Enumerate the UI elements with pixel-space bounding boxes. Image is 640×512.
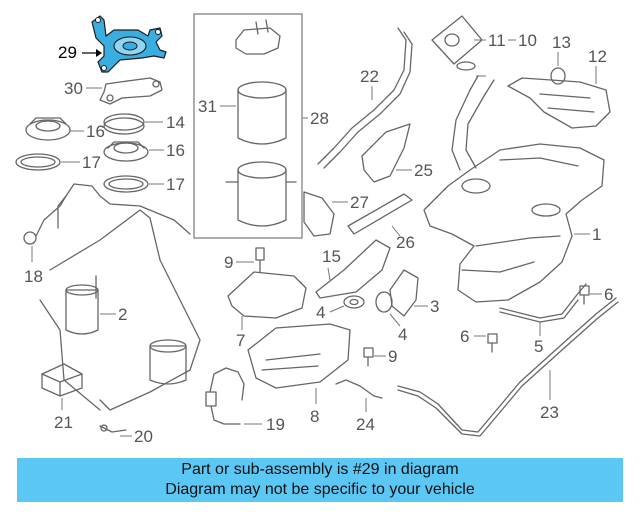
- part-9-bolt-a: [255, 247, 265, 273]
- part-13-grommet: [550, 67, 566, 85]
- part-16-flange-b: [103, 141, 149, 162]
- part-30-bracket: [99, 77, 163, 105]
- callout-13: 13: [552, 33, 571, 52]
- part-18-harness: [23, 183, 191, 245]
- part-12-shield: [507, 77, 611, 129]
- callout-2: 15: [322, 247, 341, 266]
- part-7-shield: [227, 271, 307, 319]
- callout-16a: 16: [86, 122, 105, 141]
- callout-3: 3: [430, 297, 439, 316]
- callout-15: 2: [118, 305, 127, 324]
- part-9-bolt-b: [363, 347, 374, 367]
- part-3-shield: [389, 269, 419, 317]
- arrow-29: [96, 49, 102, 57]
- part-16-flange: [25, 117, 71, 141]
- callout-22: 22: [360, 67, 379, 86]
- callout-11: 11: [488, 31, 506, 50]
- callout-19: 19: [266, 415, 285, 434]
- callout-9a: 9: [224, 253, 233, 272]
- callout-9b: 9: [388, 347, 397, 366]
- callout-17a: 17: [82, 153, 101, 172]
- callout-6b: 6: [460, 327, 469, 346]
- part-25-bracket: [361, 123, 411, 183]
- part-29-bracket[interactable]: [91, 15, 167, 73]
- callout-20: 20: [134, 427, 153, 446]
- callout-4b: 4: [398, 325, 407, 344]
- part-filler-neck: [451, 75, 495, 171]
- callout-1: 1: [592, 225, 601, 244]
- part-28-box: [193, 13, 303, 239]
- callout-17b: 17: [166, 175, 185, 194]
- part-6-bolt-b: [487, 333, 498, 353]
- banner-line-2: Diagram may not be specific to your vehi…: [165, 481, 475, 498]
- callout-14: 14: [166, 113, 185, 132]
- part-11-cap: [431, 15, 483, 71]
- part-15-pump: [39, 209, 201, 411]
- callout-7: 7: [236, 331, 245, 350]
- part-17-seal-a: [15, 153, 61, 171]
- part-27-shield: [303, 191, 335, 237]
- part-4-grommet-b: [375, 291, 393, 313]
- parts-diagram: 29 30 16 14 17 16 17: [15, 13, 619, 446]
- part-22-vent-tube: [317, 27, 413, 169]
- part-23-fuel-line: [397, 297, 619, 437]
- callout-31: 31: [198, 97, 217, 116]
- callout-8: 8: [310, 407, 319, 426]
- callout-23: 23: [540, 403, 559, 422]
- part-20-harness: [99, 424, 127, 433]
- part-1-fuel-tank: [423, 143, 605, 303]
- callout-24: 24: [356, 415, 375, 434]
- part-2-bracket: [315, 239, 391, 299]
- callout-4a: 4: [316, 303, 325, 322]
- banner-line-1: Part or sub-assembly is #29 in diagram: [181, 461, 459, 478]
- callout-25: 25: [414, 161, 433, 180]
- part-26-strap: [347, 193, 413, 235]
- part-4-grommet-a: [343, 295, 365, 309]
- part-24-pipe: [335, 379, 383, 399]
- part-21-module: [41, 363, 83, 397]
- callout-21: 21: [54, 413, 73, 432]
- callout-16b: 16: [166, 141, 185, 160]
- part-14-ring: [103, 113, 145, 135]
- part-8-skid-plate: [247, 323, 351, 389]
- callout-27: 27: [350, 193, 369, 212]
- callout-28: 28: [310, 109, 329, 128]
- callout-30: 30: [64, 79, 83, 98]
- callout-6a: 6: [604, 285, 613, 304]
- part-19-sensor-harness: [205, 367, 245, 425]
- part-5-strap: [499, 283, 587, 323]
- callout-10: 10: [518, 31, 537, 50]
- callout-26: 26: [396, 233, 415, 252]
- part-17-seal-b: [103, 175, 149, 193]
- info-banner: Part or sub-assembly is #29 in diagram D…: [17, 458, 623, 502]
- callout-18: 18: [24, 267, 43, 286]
- callout-5: 5: [534, 337, 543, 356]
- callout-12: 12: [588, 47, 607, 66]
- part-31-filter: [225, 19, 297, 227]
- callout-29: 29: [58, 43, 77, 62]
